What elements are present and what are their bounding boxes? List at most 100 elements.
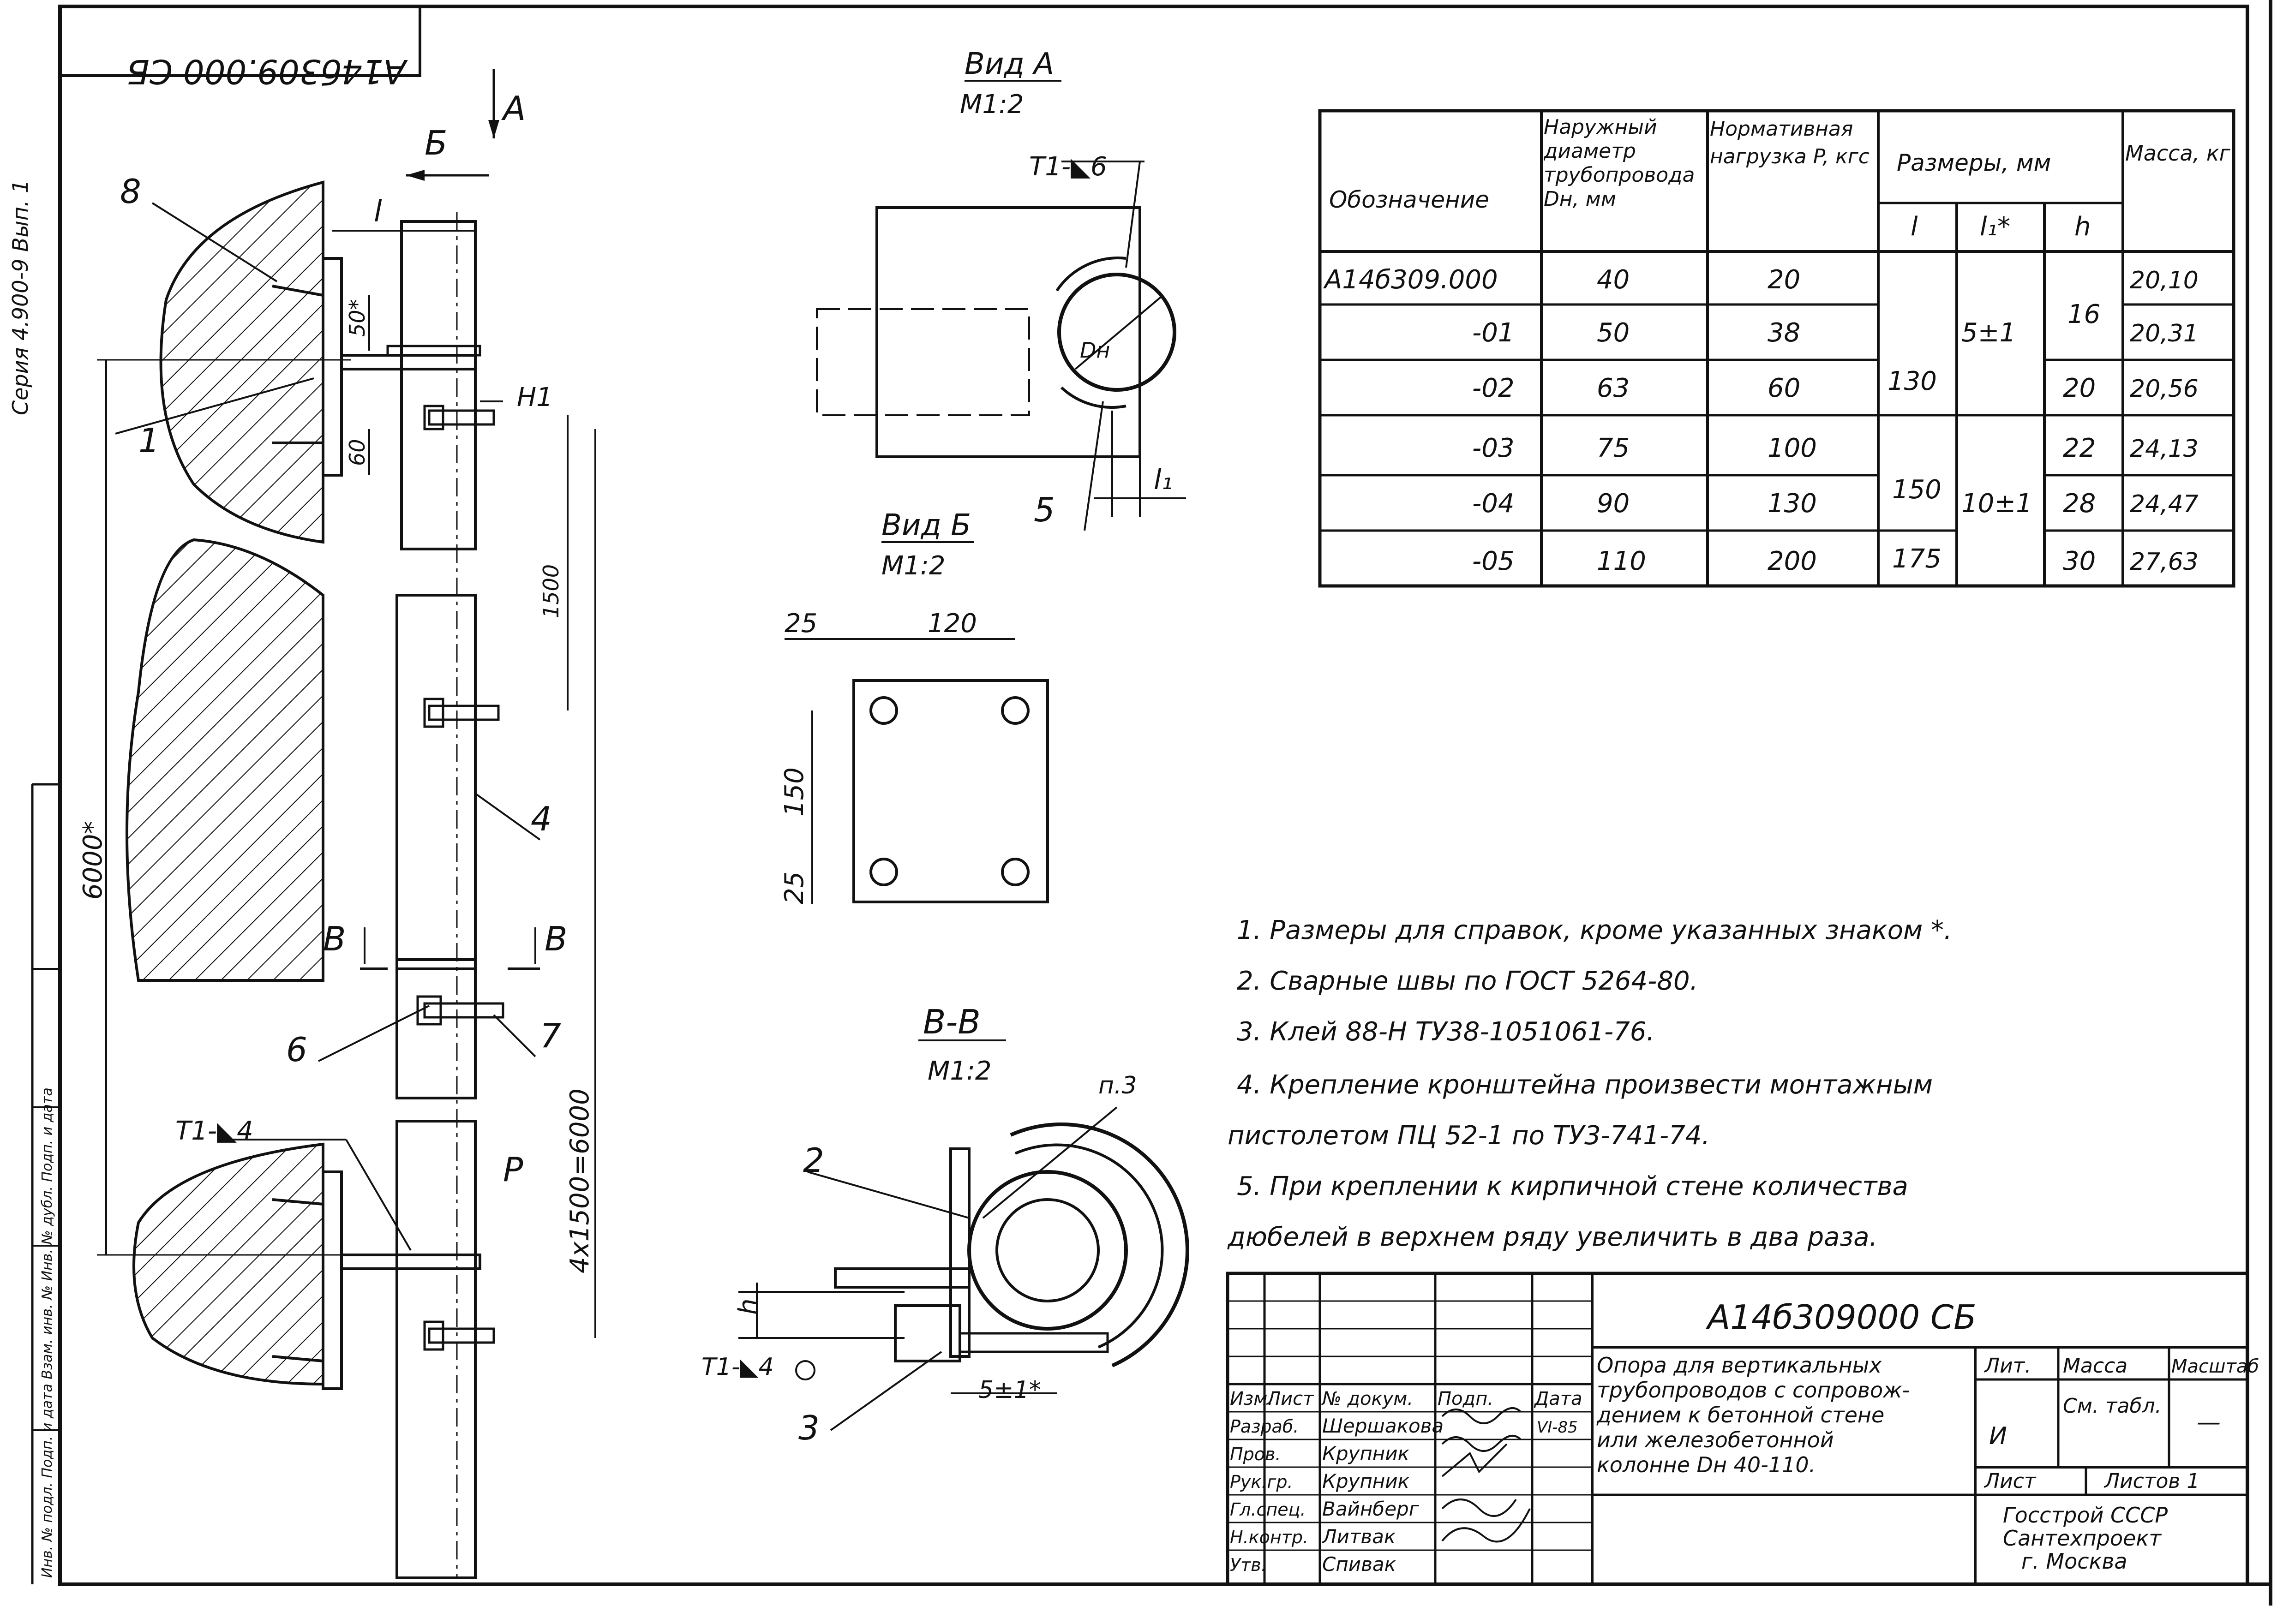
- cell-mass: 24,47: [2130, 490, 2199, 518]
- tb-org-line: Сантехпроект: [2003, 1526, 2162, 1551]
- notes: 1. Размеры для справок, кроме указанных …: [1227, 915, 1952, 1252]
- tb-title-line: Опора для вертикальных: [1597, 1353, 1882, 1378]
- note-line: 3. Клей 88-Н ТУ38-1051061-76.: [1237, 1017, 1654, 1047]
- section-bb: В-В М1:2 h 5±1* 2 3 п.3 Т1-◣4: [701, 1003, 1190, 1447]
- tb-sheets-label: Листов 1: [2103, 1469, 2199, 1493]
- dim-6000: 6000*: [78, 821, 108, 900]
- th-h: h: [2074, 212, 2091, 242]
- tb-name: Крупник: [1322, 1470, 1410, 1493]
- view-a: Вид А М1:2 Dн l₁ Т1-◣6 5: [816, 47, 1186, 531]
- view-b-dim-25: 25: [785, 609, 817, 639]
- cell-diameter: 90: [1597, 489, 1630, 519]
- tb-role: Утв.: [1230, 1555, 1267, 1575]
- left-margin-strip: Инв. № подл. Подп. и дата Взам. инв. № И…: [8, 180, 61, 1584]
- pos-3: 3: [798, 1409, 820, 1447]
- dim-1500: 1500: [539, 564, 563, 618]
- view-b: Вид Б М1:2 25 120 150 25: [779, 508, 1049, 904]
- tb-mass-value: См. табл.: [2063, 1394, 2162, 1418]
- leaders: [115, 202, 541, 1251]
- cell-diameter: 110: [1597, 546, 1646, 576]
- tb-mass-label: Масса: [2063, 1354, 2127, 1378]
- view-a-title: Вид А: [965, 47, 1054, 81]
- view-a-dh: Dн: [1080, 338, 1110, 363]
- tb-title-line: трубопроводов с сопровож-: [1597, 1378, 1910, 1403]
- cell-mass: 20,56: [2130, 375, 2199, 403]
- cell-l-175: 175: [1892, 544, 1941, 574]
- dim-60: 60: [345, 439, 370, 466]
- cell-l1-5: 5±1: [1961, 318, 2016, 348]
- cell-h: 20: [2063, 373, 2096, 403]
- cell-h-16: 16: [2067, 299, 2100, 329]
- view-b-dim-120: 120: [928, 609, 977, 639]
- view-a-weld: Т1-◣6: [1029, 152, 1107, 182]
- tb-lit-value: И: [1989, 1422, 2007, 1450]
- pos-6: 6: [286, 1030, 307, 1069]
- top-bracket: [272, 257, 495, 477]
- cell-diameter: 50: [1597, 318, 1630, 348]
- cell-load: 20: [1768, 265, 1800, 295]
- note-line: 4. Крепление кронштейна произвести монта…: [1237, 1070, 1933, 1100]
- tb-sheet-label: Лист: [1983, 1469, 2037, 1493]
- cell-designation: А14б309.000: [1323, 265, 1498, 295]
- note-line: дюбелей в верхнем ряду увеличить в два р…: [1227, 1222, 1877, 1252]
- tb-role: Пров.: [1230, 1444, 1281, 1464]
- tb-scale-label: Масштаб: [2171, 1356, 2259, 1377]
- th-designation: Обозначение: [1329, 186, 1489, 213]
- wall-section-bottom: [132, 1142, 324, 1386]
- tb-org-line: Госстрой СССР: [2003, 1503, 2168, 1528]
- pipe: [395, 212, 477, 1579]
- cell-l-150: 150: [1892, 475, 1941, 505]
- note-line: пистолетом ПЦ 52-1 по ТУ3-741-74.: [1228, 1121, 1710, 1151]
- weld-t1-4-main: Т1-◣4: [175, 1116, 253, 1146]
- section-h: h: [733, 1299, 763, 1315]
- title-block: А14б309000 СБ Опора для вертикальныхтруб…: [1226, 1272, 2259, 1586]
- spec-table: Обозначение Наружный диаметр трубопровод…: [1318, 109, 2235, 588]
- tb-header-cell: Изм.: [1230, 1388, 1273, 1409]
- tb-title-line: колонне Dн 40-110.: [1597, 1452, 1816, 1477]
- dim-50: 50*: [345, 299, 370, 337]
- cell-mass: 20,31: [2130, 320, 2199, 347]
- dim-4x1500: 4x1500=6000: [565, 1088, 595, 1273]
- cell-diameter: 40: [1597, 265, 1630, 295]
- cell-load: 100: [1768, 433, 1817, 463]
- top-stamp: А14б309.000 СБ: [59, 5, 421, 91]
- pos-4: 4: [531, 800, 552, 838]
- tb-title-line: дением к бетонной стене: [1596, 1403, 1884, 1427]
- th-dims: Размеры, мм: [1897, 149, 2051, 176]
- wall-section-middle: [126, 538, 324, 982]
- tb-role: Гл.спец.: [1230, 1499, 1306, 1520]
- cell-designation: -04: [1472, 489, 1514, 519]
- th-l: l: [1911, 212, 1918, 242]
- cell-diameter: 75: [1597, 433, 1630, 463]
- cell-mass: 27,63: [2130, 548, 2199, 576]
- tb-header-cell: Лист: [1266, 1388, 1314, 1409]
- section-bb-title: В-В: [923, 1003, 981, 1041]
- weld-h1: Н1: [517, 382, 553, 412]
- label-V-left: В: [323, 919, 346, 958]
- tb-role: Рук.гр.: [1230, 1472, 1293, 1492]
- tb-code: А14б309000 СБ: [1706, 1298, 1977, 1337]
- margin-label: Инв. № подл. Подп. и дата Взам. инв. № И…: [39, 1087, 55, 1578]
- lower-clamp: [416, 995, 504, 1026]
- tb-scale-value: —: [2197, 1409, 2221, 1436]
- section-dim-5: 5±1*: [978, 1376, 1041, 1404]
- note-line: 1. Размеры для справок, кроме указанных …: [1237, 915, 1952, 945]
- th-l1: l₁*: [1980, 212, 2010, 242]
- tb-date: VI-85: [1537, 1418, 1578, 1437]
- pos-8: 8: [120, 172, 141, 211]
- wall-section-top: [159, 180, 324, 544]
- section-n3: п.3: [1098, 1072, 1137, 1099]
- main-elevation-view: 8 1 4 6 7 P Б А l 50* 60 1500 6000* 4x15…: [78, 69, 596, 1579]
- note-line: 5. При креплении к кирпичной стене колич…: [1237, 1171, 1908, 1201]
- view-b-dim-150: 150: [779, 767, 809, 817]
- cell-mass: 20,10: [2130, 267, 2199, 294]
- cell-h: 22: [2063, 433, 2096, 463]
- cell-load: 130: [1768, 489, 1817, 519]
- bottom-bracket: [272, 1170, 495, 1390]
- middle-clamp: [423, 698, 500, 728]
- pos-2: 2: [803, 1141, 824, 1180]
- stamp-code: А14б309.000 СБ: [126, 52, 408, 91]
